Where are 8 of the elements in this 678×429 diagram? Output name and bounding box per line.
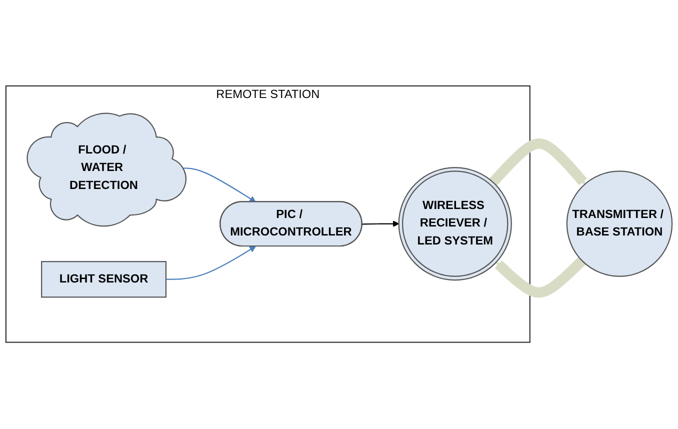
- arrow: [183, 168, 256, 203]
- node-box: LIGHT SENSOR: [41, 261, 167, 298]
- arrow: [489, 138, 588, 186]
- arrow: [494, 257, 586, 298]
- arrow: [166, 246, 256, 280]
- arrow: [362, 220, 400, 228]
- node-circle: TRANSMITTER / BASE STATION: [566, 171, 673, 278]
- node-circle: WIRELESS RECIEVER / LED SYSTEM: [398, 167, 512, 281]
